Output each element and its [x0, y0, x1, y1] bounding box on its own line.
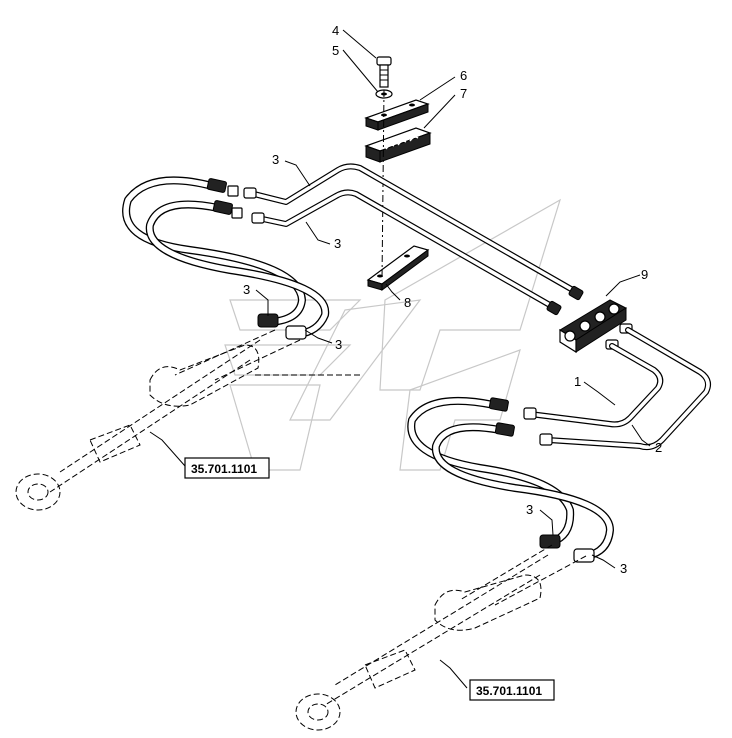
callout-6: 4 [332, 23, 339, 38]
reference-upper[interactable]: 35.701.1101 [184, 457, 270, 479]
lower-cylinder [295, 544, 587, 731]
watermark-logo [224, 198, 562, 471]
callout-9: 7 [460, 86, 467, 101]
callout-3-upper-a: 3 [243, 282, 250, 297]
upper-pipes [243, 163, 584, 316]
callout-1: 1 [574, 374, 581, 389]
bracket [366, 245, 430, 291]
callout-5: 3 [334, 236, 341, 251]
callout-7: 5 [332, 43, 339, 58]
callout-4: 3 [272, 152, 279, 167]
lower-pipes [523, 327, 711, 451]
callout-2: 2 [655, 440, 662, 455]
reference-lower-label: 35.701.1101 [476, 684, 542, 698]
callout-3-lower-b: 3 [620, 561, 627, 576]
callout-11: 9 [641, 267, 648, 282]
bolt [376, 56, 392, 88]
callout-labels: 4 5 6 7 3 3 8 9 1 2 3 3 3 3 [243, 23, 662, 576]
clamp-plate [364, 99, 430, 131]
upper-cylinder [15, 329, 360, 511]
lower-hoses [407, 396, 614, 563]
reference-lower[interactable]: 35.701.1101 [469, 679, 555, 701]
callout-3-lower-a: 3 [526, 502, 533, 517]
valve-block [559, 299, 633, 354]
leader-lines [149, 29, 651, 689]
clamp-block [364, 127, 432, 163]
callout-8: 6 [460, 68, 467, 83]
reference-upper-label: 35.701.1101 [191, 462, 257, 476]
upper-hoses [122, 176, 330, 340]
clamp-assembly [364, 56, 432, 291]
callout-3-upper-b: 3 [335, 337, 342, 352]
callout-10: 8 [404, 295, 411, 310]
